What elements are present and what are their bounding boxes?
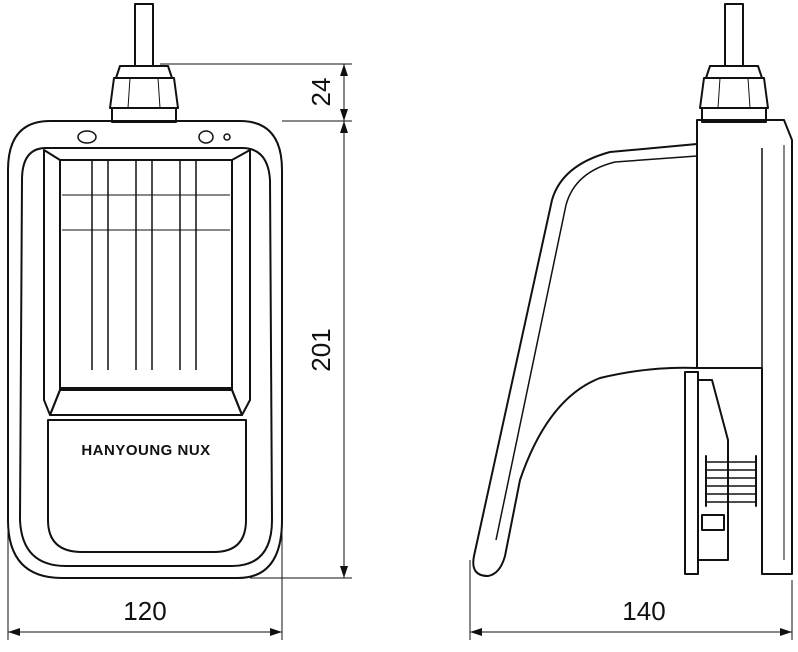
front-pedal: [43, 149, 251, 416]
dim-label-120: 120: [123, 596, 166, 626]
side-view: [472, 3, 793, 577]
side-cable: [724, 3, 744, 67]
front-cable: [134, 3, 154, 67]
front-inner-rim: [19, 147, 273, 567]
mount-hole-left: [77, 130, 97, 144]
side-base-bracket: [684, 371, 699, 575]
dim-label-24: 24: [306, 78, 336, 107]
front-cable-gland: [109, 65, 179, 123]
screw-dot: [223, 133, 231, 141]
dimension-lines: 24 201 120 140: [7, 63, 793, 640]
mount-hole-right: [198, 130, 214, 144]
dim-label-140: 140: [622, 596, 665, 626]
dim-label-201: 201: [306, 328, 336, 371]
front-lower-recess: [47, 419, 247, 553]
front-view: HANYOUNG NUX: [7, 3, 283, 579]
side-pedal: [472, 143, 698, 577]
side-spring: [705, 455, 757, 507]
brand-label: HANYOUNG NUX: [81, 442, 210, 459]
side-cable-gland: [699, 65, 769, 123]
front-outer-body: [7, 120, 283, 579]
side-back-block: [696, 119, 793, 575]
